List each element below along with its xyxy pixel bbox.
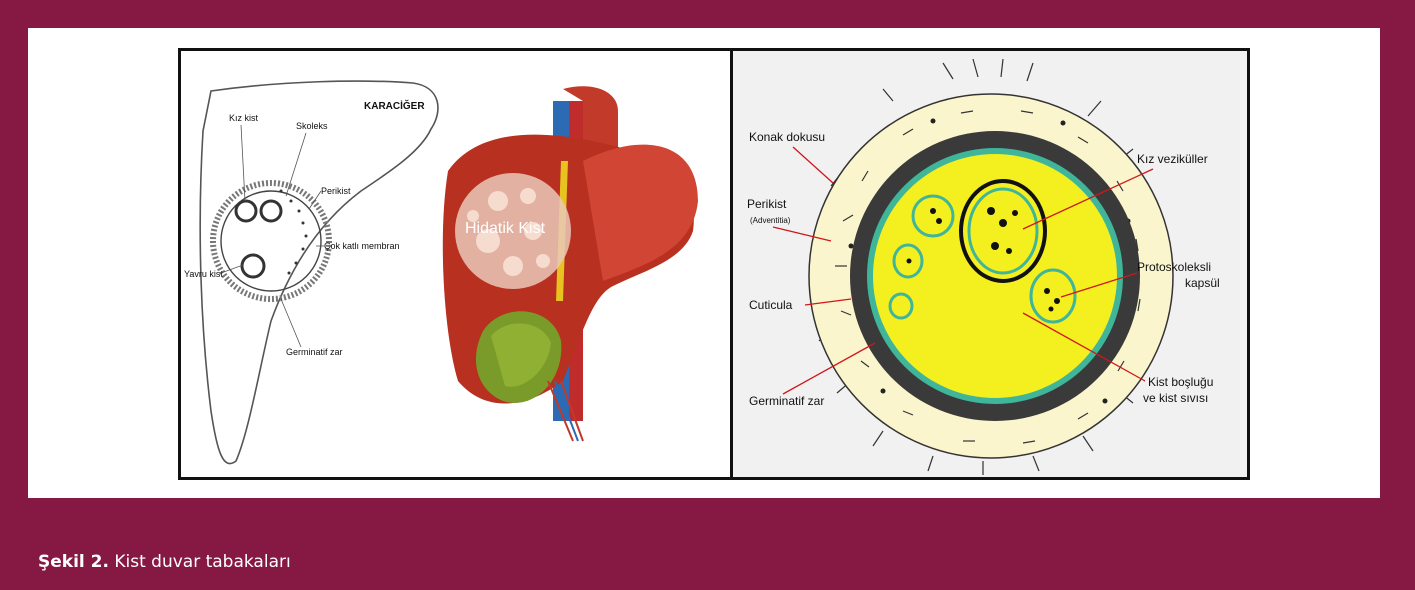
liver-illustration: Hidatik Kist: [443, 86, 698, 441]
label-perikist: Perikist: [321, 186, 351, 196]
label-kapsul: kapsül: [1185, 276, 1220, 290]
label-germinatif-zar: Germinatif zar: [286, 347, 343, 357]
caption-label: Şekil 2.: [38, 552, 109, 572]
protoskoleksli-kapsul: [1031, 270, 1075, 322]
figure-frame: KARACİĞER Kız kist Skoleks Perikist Çok …: [28, 28, 1380, 498]
label-kist-boslugu: Kist boşluğu: [1148, 375, 1213, 389]
kiz-vezikul-large: [961, 181, 1045, 281]
left-panel: KARACİĞER Kız kist Skoleks Perikist Çok …: [181, 51, 730, 477]
cyst-layers-diagram: Konak dokusu Perikist (Adventitia) Cutic…: [733, 51, 1247, 477]
brood-capsule-3: [890, 294, 912, 318]
sketch-daughter-cyst-2: [261, 201, 281, 221]
label-protoskoleksli: Protoskoleksli: [1137, 260, 1211, 274]
figure-image: KARACİĞER Kız kist Skoleks Perikist Çok …: [178, 48, 1250, 480]
sketch-daughter-cyst-3: [242, 255, 264, 277]
label-germinatif-zar: Germinatif zar: [749, 394, 824, 408]
caption-text: Kist duvar tabakaları: [109, 552, 291, 572]
label-adventitia: (Adventitia): [750, 216, 791, 225]
label-cok-katli-membran: Çok katlı membran: [324, 241, 400, 251]
right-panel: Konak dokusu Perikist (Adventitia) Cutic…: [733, 51, 1247, 477]
sketch-daughter-cyst-1: [236, 201, 256, 221]
label-kiz-kist: Kız kist: [229, 113, 259, 123]
label-cuticula: Cuticula: [749, 298, 793, 312]
label-konak-dokusu: Konak dokusu: [749, 130, 825, 144]
karaciger-label: KARACİĞER: [364, 99, 425, 112]
liver-sketch-and-illustration: KARACİĞER Kız kist Skoleks Perikist Çok …: [181, 51, 730, 477]
label-kiz-vezikuller: Kız veziküller: [1137, 152, 1208, 166]
label-skoleks: Skoleks: [296, 121, 328, 131]
brood-capsule-1: [913, 196, 953, 236]
label-hidatik-kist: Hidatik Kist: [465, 220, 546, 237]
label-yavru-kist: Yavru kist: [184, 269, 223, 279]
label-perikist: Perikist: [747, 197, 787, 211]
label-kist-sivisi: ve kist sıvısı: [1143, 391, 1208, 405]
figure-caption: Şekil 2. Kist duvar tabakaları: [38, 552, 291, 572]
caption-bar: Şekil 2. Kist duvar tabakaları: [0, 498, 1415, 590]
